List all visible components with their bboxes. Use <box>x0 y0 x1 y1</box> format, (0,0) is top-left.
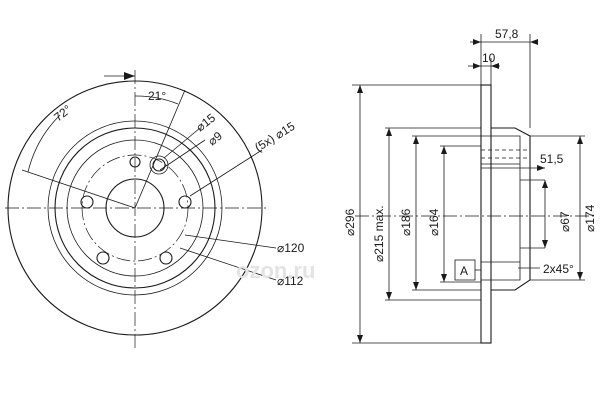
label-d67: ⌀67 <box>558 211 572 232</box>
label-d296: ⌀296 <box>343 208 357 236</box>
bolt-hole <box>178 195 192 209</box>
leader-d9 <box>159 139 206 171</box>
dim-arrowheads <box>357 39 583 343</box>
label-d51-5: 51,5 <box>540 152 564 166</box>
label-d164: ⌀164 <box>427 208 441 236</box>
radial-line-72 <box>21 169 136 209</box>
leader-d120 <box>184 234 277 249</box>
label-d215: ⌀215 max. <box>372 205 386 262</box>
hat-section <box>491 127 531 291</box>
chamfer-label: 2x45° <box>543 262 574 276</box>
label-d186: ⌀186 <box>399 208 413 236</box>
leader-d15 <box>163 127 201 159</box>
leader-d112 <box>179 247 277 281</box>
label-w10: 10 <box>482 51 496 65</box>
label-d174: ⌀174 <box>583 204 597 232</box>
radial-line-21 <box>134 89 186 209</box>
bolt-hole <box>159 251 173 265</box>
bolt-hole <box>80 195 94 209</box>
label-angle-21: 21° <box>148 89 166 103</box>
disc-ring-section <box>480 84 492 344</box>
hat-inner <box>481 135 521 281</box>
label-d120: ⌀120 <box>277 241 305 255</box>
label-w57-8: 57,8 <box>495 27 519 41</box>
bolt-hole <box>96 251 110 265</box>
label-d112: ⌀112 <box>277 274 304 288</box>
label-d15-5x: (5x) ⌀15 <box>252 119 297 155</box>
angle-arc-21 <box>134 95 179 105</box>
front-view: 72° 21° ⌀15 ⌀9 (5x) ⌀15 ⌀120 ⌀112 <box>5 70 305 350</box>
angle-arc-72 <box>27 114 61 173</box>
watermark: ozon.ru <box>236 258 315 283</box>
leader-d15-5x <box>189 149 263 197</box>
label-d9: ⌀9 <box>205 129 225 149</box>
datum-label: A <box>460 264 468 278</box>
side-view: A 2x45° 57,8 10 51,5 ⌀296 ⌀215 max. ⌀186… <box>343 27 597 344</box>
top-marker-arrow <box>124 72 135 80</box>
